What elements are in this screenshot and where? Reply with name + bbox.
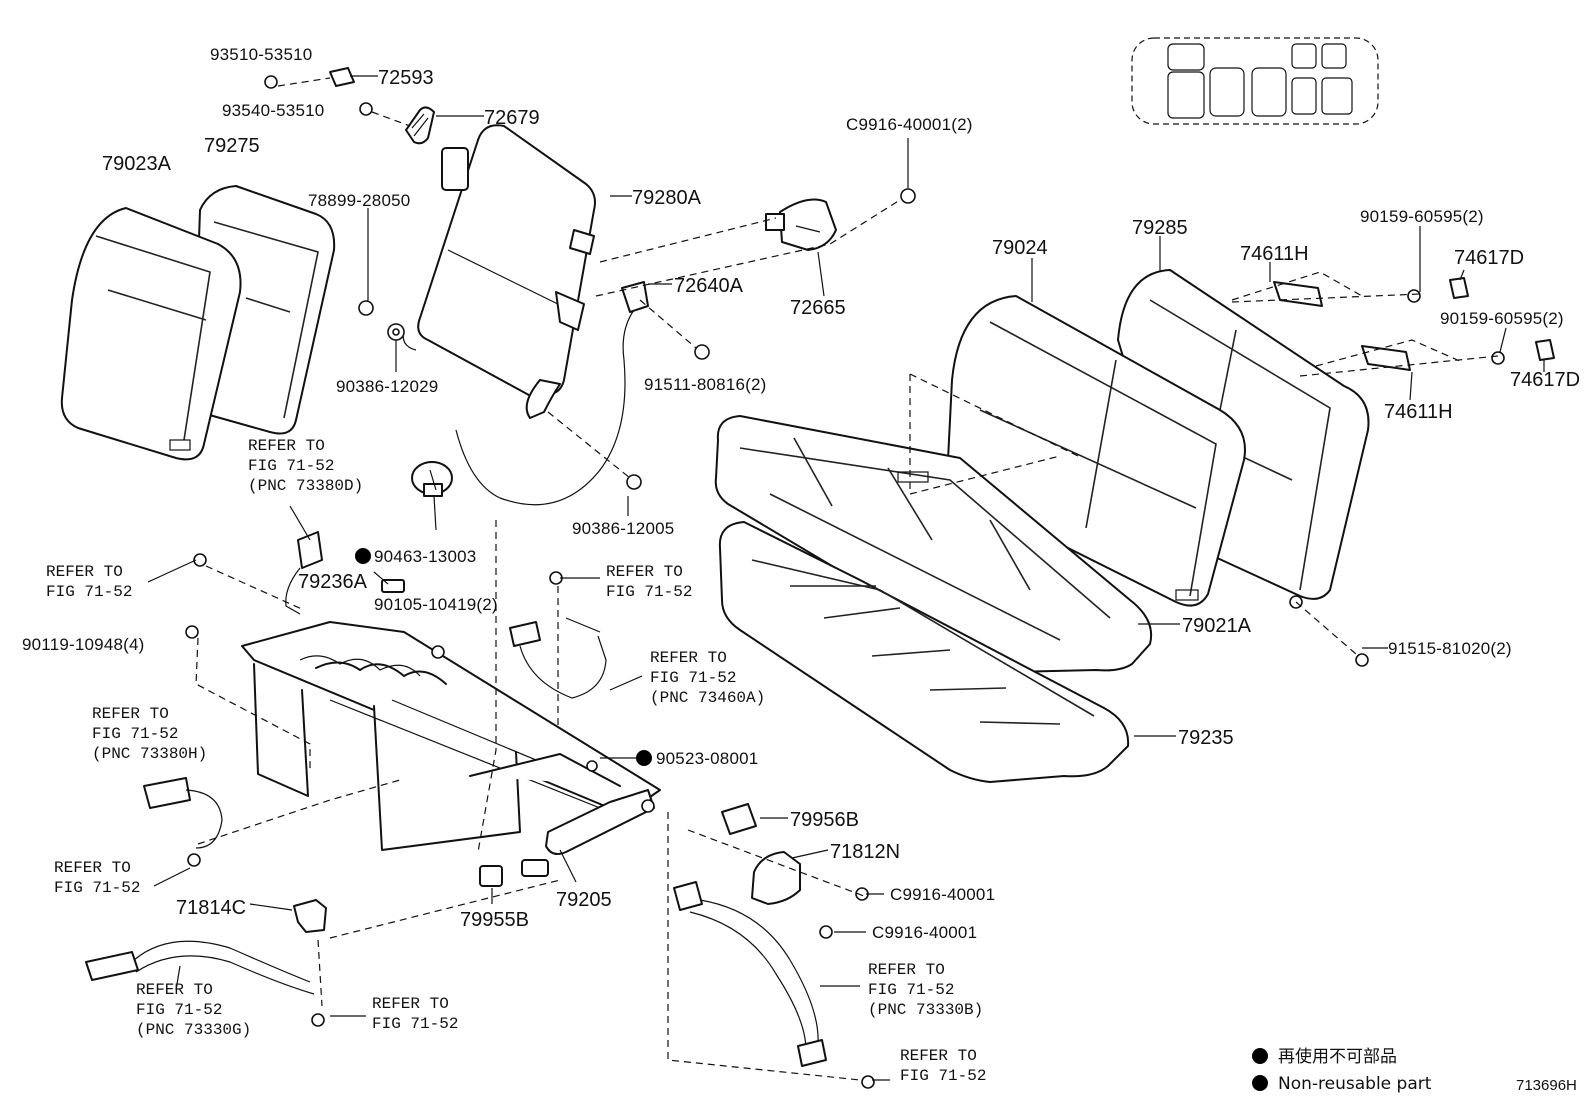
label-79275: 79275 <box>204 135 260 157</box>
label-71814C: 71814C <box>176 897 246 919</box>
part-labels: 93510-53510 72593 93540-53510 72679 7902… <box>22 45 1580 942</box>
seat-frame-79205 <box>241 621 661 855</box>
refer-73330B: REFER TO FIG 71-52 (PNC 73330B) <box>868 961 983 1019</box>
refer-labels: REFER TO FIG 71-52 (PNC 73380D) REFER TO… <box>46 437 986 1085</box>
bracket-71812N <box>751 851 801 905</box>
legend-english: Non-reusable part <box>1278 1074 1432 1094</box>
refer-fig-center-1: REFER TO FIG 71-52 <box>606 563 692 601</box>
fasteners-top <box>264 75 916 490</box>
seatback-cover-79023A <box>60 207 242 461</box>
non-reusable-markers <box>355 548 652 766</box>
label-72665: 72665 <box>790 297 846 319</box>
cover-71814C <box>293 899 327 933</box>
label-C9916-40001-2: C9916-40001(2) <box>846 115 973 134</box>
label-74617D-bottom: 74617D <box>1510 369 1580 391</box>
label-72593: 72593 <box>378 67 434 89</box>
cover-72679 <box>405 106 435 145</box>
lock-bracket-72665 <box>765 198 837 251</box>
misc-fasteners <box>185 277 1555 939</box>
recliner-cable-72640A <box>455 281 649 506</box>
belt-buckle-79236A <box>193 531 323 615</box>
label-79955B: 79955B <box>460 909 529 931</box>
label-79205: 79205 <box>556 889 612 911</box>
label-90386-12005: 90386-12005 <box>572 519 674 538</box>
label-C9916-40001-a: C9916-40001 <box>890 885 995 904</box>
seatback-frame-79280A <box>402 124 596 419</box>
clamp-90463 <box>411 461 453 531</box>
label-79956B: 79956B <box>790 809 859 831</box>
label-91511-80816: 91511-80816(2) <box>644 375 767 394</box>
label-79236A: 79236A <box>298 571 368 593</box>
label-90159-60595-bottom: 90159-60595(2) <box>1440 309 1564 328</box>
label-72640A: 72640A <box>674 275 744 297</box>
label-C9916-40001-b: C9916-40001 <box>872 923 977 942</box>
label-93540-53510: 93540-53510 <box>222 101 324 120</box>
label-74611H-bottom: 74611H <box>1384 401 1453 423</box>
belt-buckle-73380H <box>143 777 223 867</box>
label-91515-81020: 91515-81020(2) <box>1388 639 1512 658</box>
seat-location-inset <box>1131 37 1379 125</box>
legend: 再使用不可部品 Non-reusable part <box>1252 1046 1432 1094</box>
label-74617D-top: 74617D <box>1454 247 1524 269</box>
label-93510-53510: 93510-53510 <box>210 45 312 64</box>
bracket-79956B <box>721 803 757 835</box>
refer-fig-left-1: REFER TO FIG 71-52 <box>46 563 132 601</box>
legend-japanese: 再使用不可部品 <box>1278 1046 1397 1067</box>
label-90386-12029: 90386-12029 <box>336 377 438 396</box>
non-reusable-dot-90523 <box>636 750 652 766</box>
refer-73380H: REFER TO FIG 71-52 (PNC 73380H) <box>92 705 207 763</box>
refer-fig-bottom-2: REFER TO FIG 71-52 <box>900 1047 986 1085</box>
legend-dot-english <box>1252 1075 1268 1091</box>
legend-dot-japanese <box>1252 1048 1268 1064</box>
belt-73330G <box>85 940 325 1027</box>
clip-72593 <box>329 67 355 87</box>
non-reusable-dot-90463 <box>355 548 371 564</box>
refer-73460A: REFER TO FIG 71-52 (PNC 73460A) <box>650 649 765 707</box>
refer-73330G: REFER TO FIG 71-52 (PNC 73330G) <box>136 981 251 1039</box>
label-72679: 72679 <box>484 107 540 129</box>
label-74611H-top: 74611H <box>1240 243 1309 265</box>
installation-lines <box>195 77 1499 1081</box>
label-90119-10948: 90119-10948(4) <box>22 635 145 654</box>
belt-73330B <box>673 881 875 1089</box>
refer-fig-left-2: REFER TO FIG 71-52 <box>54 859 140 897</box>
bracket-79955B <box>479 859 549 887</box>
label-78899-28050: 78899-28050 <box>308 191 410 210</box>
label-90159-60595-top: 90159-60595(2) <box>1360 207 1484 226</box>
label-79235: 79235 <box>1178 727 1234 749</box>
label-79023A: 79023A <box>102 153 172 175</box>
cushion-cover-79021A <box>714 415 1152 673</box>
refer-73380D: REFER TO FIG 71-52 (PNC 73380D) <box>248 437 363 495</box>
refer-fig-bottom-1: REFER TO FIG 71-52 <box>372 995 458 1033</box>
label-79285: 79285 <box>1132 217 1188 239</box>
label-90463-13003: 90463-13003 <box>374 547 476 566</box>
belt-buckle-73460A <box>509 571 607 699</box>
label-90523-08001: 90523-08001 <box>656 749 758 768</box>
leader-lines <box>147 75 1545 1081</box>
label-79024: 79024 <box>992 237 1048 259</box>
label-79280A: 79280A <box>632 187 702 209</box>
label-79021A: 79021A <box>1182 615 1252 637</box>
figure-code: 713696H <box>1516 1077 1577 1094</box>
cushion-pad-79235 <box>718 521 1130 783</box>
label-71812N: 71812N <box>830 841 900 863</box>
label-90105-10419: 90105-10419(2) <box>374 595 498 614</box>
